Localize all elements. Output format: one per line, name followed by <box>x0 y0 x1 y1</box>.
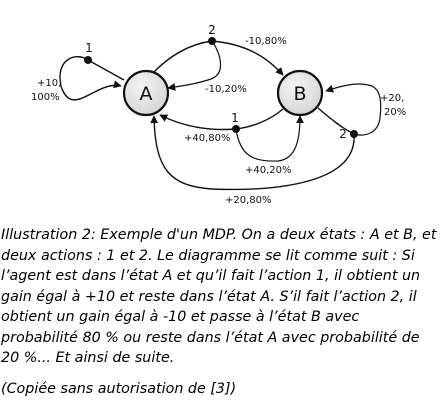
edge-label-b1-to-b: +40,20% <box>245 165 292 176</box>
edge-a-to-action-a1 <box>87 59 125 81</box>
edge-label-b1-to-a: +40,80% <box>184 133 231 144</box>
edge-label-a2-to-a: -10,20% <box>205 84 247 95</box>
edge-label-b2-to-b-prob: 20% <box>384 107 406 118</box>
action-node-a2 <box>208 37 216 45</box>
mdp-diagram: A B 1 2 1 2 +10, 100% -10,80% -10,20% +4… <box>31 23 406 206</box>
edge-label-a2-to-b: -10,80% <box>245 36 287 47</box>
action-label-b1: 1 <box>231 111 239 125</box>
state-b: B <box>276 69 324 117</box>
edge-a1-self <box>59 56 122 101</box>
edge-label-b2-to-a: +20,80% <box>225 195 272 206</box>
action-label-a2: 2 <box>208 23 216 37</box>
edge-a-to-action-a2 <box>151 40 213 75</box>
edge-b1-to-b <box>235 115 304 162</box>
edge-a2-to-a <box>167 40 222 91</box>
action-node-b2 <box>350 130 358 138</box>
edge-b2-to-a <box>150 115 355 191</box>
action-label-a1: 1 <box>85 41 93 55</box>
edge-label-a1-self-reward: +10, <box>37 78 61 89</box>
edge-b1-to-a <box>159 114 237 131</box>
edge-label-a1-self-prob: 100% <box>31 92 60 103</box>
edge-b2-to-b <box>325 83 382 136</box>
action-node-a1 <box>84 56 92 64</box>
state-a: A <box>122 69 170 117</box>
figure-caption: Illustration 2: Exemple d'un MDP. On a d… <box>1 227 437 366</box>
edge-b-to-action-b1 <box>235 108 284 130</box>
figure-source: (Copiée sans autorisation de [3]) <box>1 381 237 397</box>
action-node-b1 <box>232 125 240 133</box>
state-b-label: B <box>293 83 306 105</box>
action-label-b2: 2 <box>339 127 347 141</box>
edge-a2-to-b <box>211 40 284 76</box>
edge-label-b2-to-b-reward: +20, <box>380 93 404 104</box>
edge-b-to-action-b2 <box>317 107 355 135</box>
state-a-label: A <box>140 83 153 105</box>
